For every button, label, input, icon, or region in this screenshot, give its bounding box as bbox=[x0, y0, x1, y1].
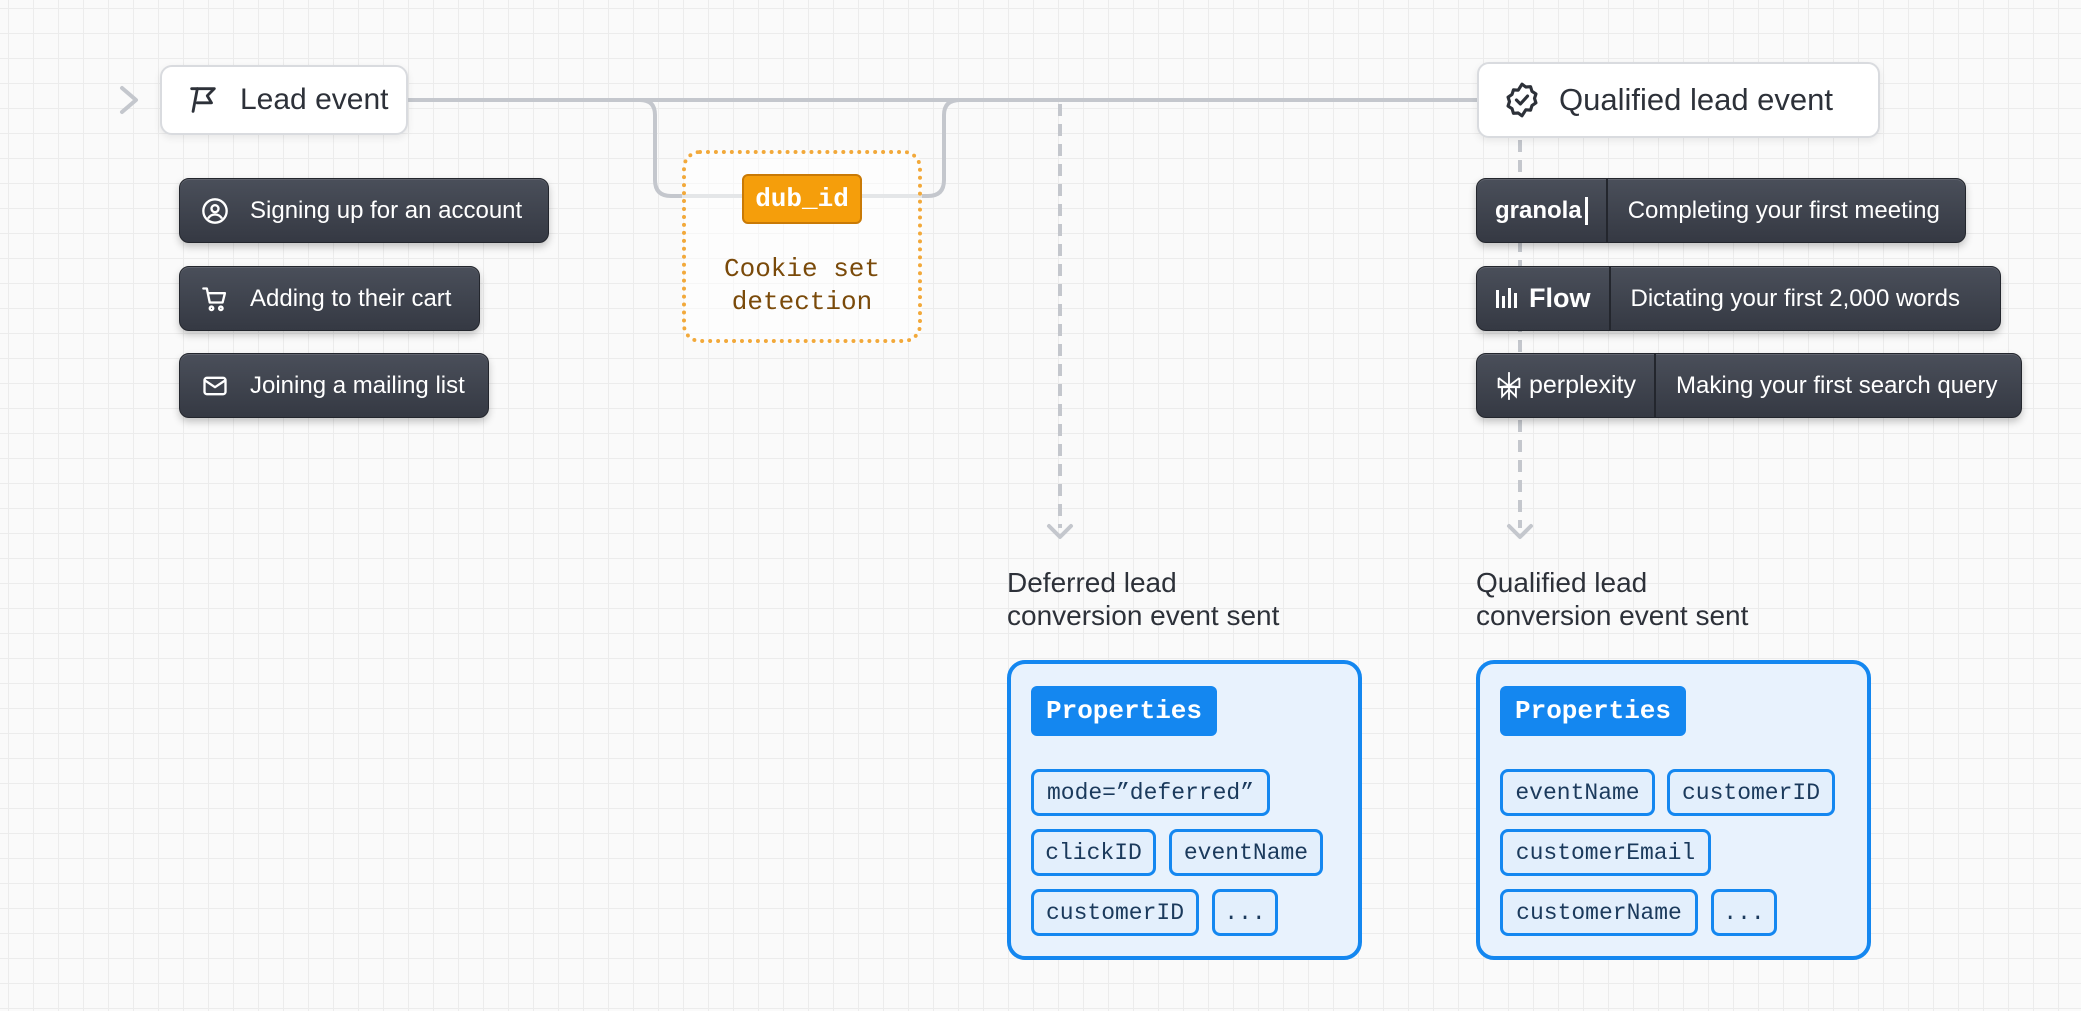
trigger-signup: Signing up for an account bbox=[179, 178, 549, 243]
cookie-text: Cookie set detection bbox=[682, 253, 922, 319]
property-chip: clickID bbox=[1031, 829, 1156, 876]
qualified-event-node: Qualified lead event bbox=[1477, 62, 1880, 138]
qualified-title-line2: conversion event sent bbox=[1476, 600, 1749, 631]
cookie-text-line1: Cookie set bbox=[723, 254, 881, 284]
brand-name: Flow bbox=[1529, 283, 1591, 313]
qualified-properties-header: Properties bbox=[1500, 686, 1686, 736]
deferred-title-line1: Deferred lead bbox=[1007, 567, 1177, 598]
property-chip: ... bbox=[1711, 889, 1777, 936]
property-chip: ... bbox=[1212, 889, 1278, 936]
deferred-arrow-head bbox=[1047, 524, 1073, 539]
badge-check-icon bbox=[1506, 82, 1538, 118]
example-granola: granola Completing your first meeting bbox=[1476, 178, 1966, 243]
lead-event-label: Lead event bbox=[240, 83, 389, 116]
property-chip: eventName bbox=[1169, 829, 1323, 876]
example-description: Dictating your first 2,000 words bbox=[1630, 284, 1960, 312]
qualified-arrow-head bbox=[1507, 524, 1533, 539]
property-chip: eventName bbox=[1500, 769, 1655, 816]
waveform-icon bbox=[1496, 287, 1517, 308]
granola-logo: granola bbox=[1477, 179, 1608, 242]
deferred-properties-header: Properties bbox=[1031, 686, 1217, 736]
example-flow: Flow Dictating your first 2,000 words bbox=[1476, 266, 2001, 331]
cookie-text-line2: detection bbox=[731, 287, 873, 317]
trigger-cart: Adding to their cart bbox=[179, 266, 480, 331]
example-perplexity: perplexity Making your first search quer… bbox=[1476, 353, 2022, 418]
flow-logo: Flow bbox=[1477, 267, 1611, 330]
dub-id-tag: dub_id bbox=[742, 174, 862, 224]
deferred-title: Deferred lead conversion event sent bbox=[1007, 566, 1279, 632]
user-circle-icon bbox=[200, 196, 230, 226]
qualified-title-line1: Qualified lead bbox=[1476, 567, 1648, 598]
trigger-label: Adding to their cart bbox=[250, 284, 452, 312]
property-chip: customerName bbox=[1500, 889, 1698, 936]
trigger-mailing: Joining a mailing list bbox=[179, 353, 489, 418]
trigger-label: Signing up for an account bbox=[250, 196, 523, 224]
shopping-cart-icon bbox=[200, 284, 230, 314]
brand-name: perplexity bbox=[1529, 371, 1636, 399]
property-chip: mode=”deferred” bbox=[1031, 769, 1270, 816]
property-chip: customerID bbox=[1031, 889, 1199, 936]
incoming-arrow-head bbox=[120, 86, 138, 114]
example-description: Completing your first meeting bbox=[1627, 196, 1940, 224]
qualified-title: Qualified lead conversion event sent bbox=[1476, 566, 1748, 632]
mail-icon bbox=[200, 371, 230, 401]
qualified-event-label: Qualified lead event bbox=[1559, 82, 1834, 117]
brand-name: granola bbox=[1495, 196, 1582, 224]
deferred-title-line2: conversion event sent bbox=[1007, 600, 1280, 631]
property-chip: customerEmail bbox=[1500, 829, 1711, 876]
lead-event-node: Lead event bbox=[160, 65, 408, 135]
example-description: Making your first search query bbox=[1676, 371, 1998, 399]
perplexity-icon bbox=[1497, 371, 1521, 400]
perplexity-logo: perplexity bbox=[1477, 354, 1656, 417]
trigger-label: Joining a mailing list bbox=[250, 371, 465, 399]
property-chip: customerID bbox=[1667, 769, 1835, 816]
flag-icon bbox=[190, 87, 216, 113]
